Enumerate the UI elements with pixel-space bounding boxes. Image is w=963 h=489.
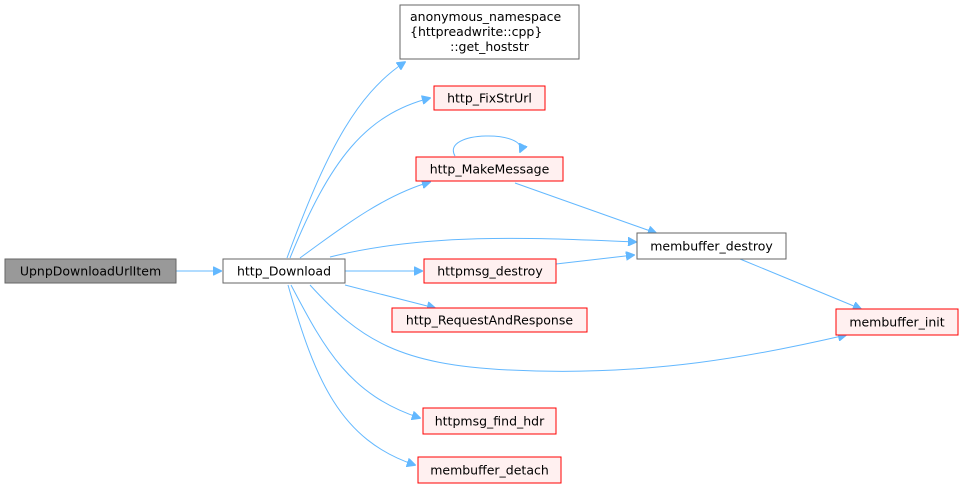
edges bbox=[176, 62, 861, 465]
edge-http-download-to-get-hoststr bbox=[286, 62, 405, 259]
node-get-hoststr[interactable]: anonymous_namespace {httpreadwrite::cpp}… bbox=[399, 4, 580, 60]
node-label: http_Download bbox=[237, 264, 331, 279]
node-http-makemessage[interactable]: http_MakeMessage bbox=[415, 156, 564, 182]
node-label-line-2: {httpreadwrite::cpp} bbox=[410, 24, 542, 39]
node-label: membuffer_init bbox=[849, 315, 944, 330]
edge-http-download-to-makemessage bbox=[299, 182, 430, 259]
edge-http-download-to-fixstrurl bbox=[289, 98, 430, 259]
node-http-fixstrurl[interactable]: http_FixStrUrl bbox=[433, 85, 546, 111]
edge-http-download-to-httpmsg-find-hdr bbox=[290, 284, 420, 418]
node-label: httpmsg_destroy bbox=[437, 264, 543, 279]
edge-membuffer-destroy-to-membuffer-init bbox=[739, 258, 861, 309]
node-httpmsg-find-hdr[interactable]: httpmsg_find_hdr bbox=[422, 407, 557, 435]
node-label: httpmsg_find_hdr bbox=[435, 414, 545, 429]
edge-makemessage-to-membuffer-destroy bbox=[514, 182, 656, 233]
node-label-line-1: anonymous_namespace bbox=[410, 9, 561, 24]
node-membuffer-detach[interactable]: membuffer_detach bbox=[417, 456, 562, 484]
edge-makemessage-self-loop bbox=[452, 135, 520, 157]
node-label: http_MakeMessage bbox=[430, 162, 550, 177]
edge-http-download-to-membuffer-destroy bbox=[329, 238, 636, 258]
node-label: membuffer_destroy bbox=[650, 239, 773, 254]
node-label: membuffer_detach bbox=[430, 463, 549, 478]
node-label-line-3: ::get_hoststr bbox=[450, 39, 530, 54]
edge-http-download-to-membuffer-init bbox=[309, 284, 846, 372]
node-label: http_RequestAndResponse bbox=[406, 313, 573, 328]
node-http-download[interactable]: http_Download bbox=[222, 258, 346, 284]
node-httpmsg-destroy[interactable]: httpmsg_destroy bbox=[423, 258, 557, 284]
node-label: http_FixStrUrl bbox=[447, 91, 532, 106]
node-upnpdownloadurlitem[interactable]: UpnpDownloadUrlItem bbox=[4, 258, 177, 284]
node-label: UpnpDownloadUrlItem bbox=[20, 264, 161, 279]
node-http-requestandresponse[interactable]: http_RequestAndResponse bbox=[391, 307, 588, 333]
edge-httpmsg-destroy-to-membuffer-destroy bbox=[555, 255, 634, 265]
edge-http-download-to-membuffer-detach bbox=[287, 284, 415, 465]
node-membuffer-destroy[interactable]: membuffer_destroy bbox=[636, 232, 787, 260]
edge-http-download-to-requestandresponse bbox=[344, 284, 435, 308]
node-membuffer-init[interactable]: membuffer_init bbox=[835, 308, 959, 336]
